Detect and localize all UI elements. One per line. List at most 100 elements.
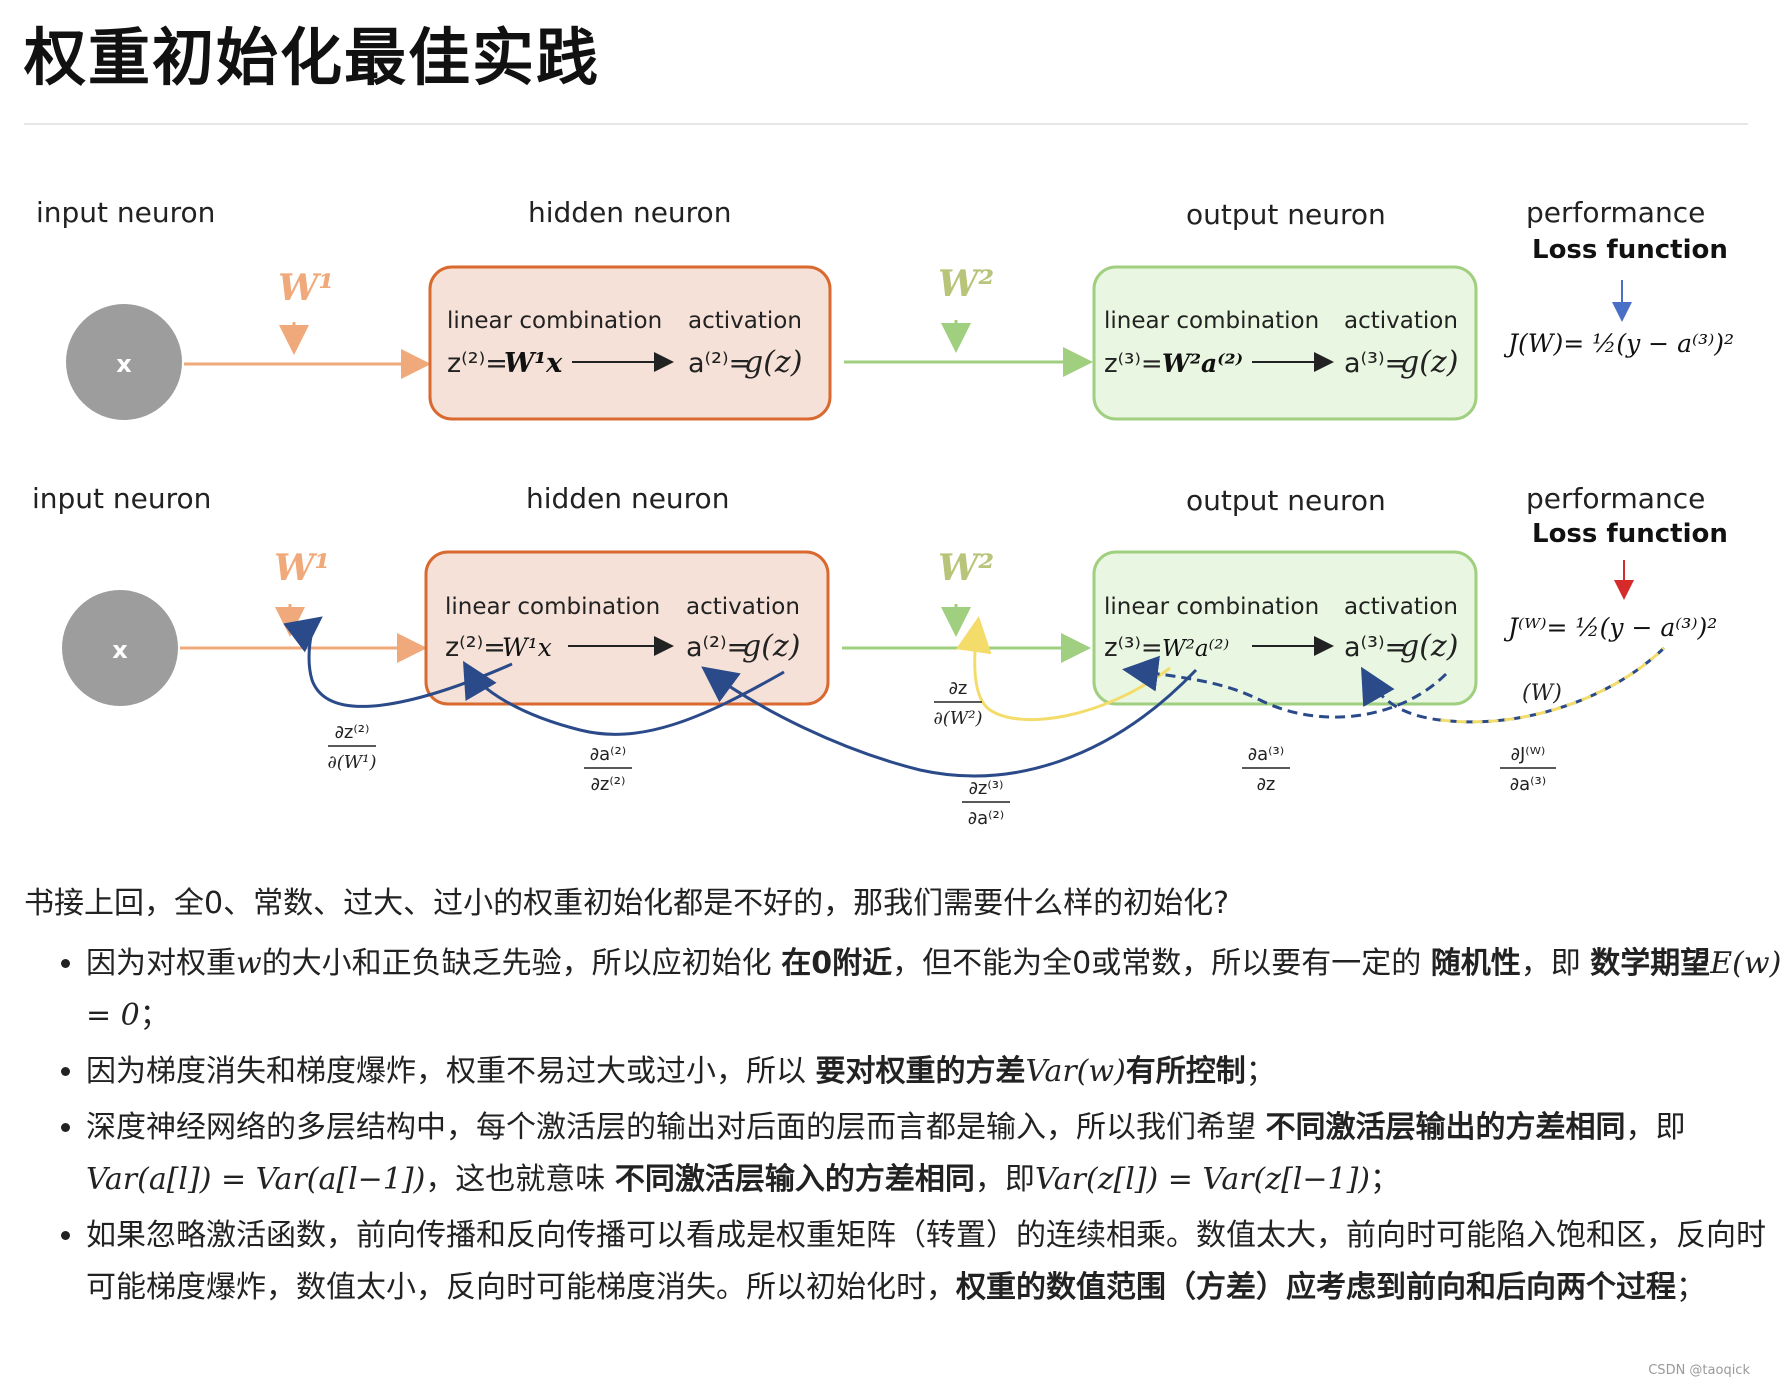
output-neuron-label-2: output neuron <box>1186 484 1386 517</box>
input-x-label-2: x <box>112 636 128 664</box>
performance-label-2: performance <box>1526 482 1705 515</box>
w1-weight-label: W¹ <box>278 267 334 309</box>
list-item: 如果忽略激活函数，前向传播和反向传播可以看成是权重矩阵（转置）的连续相乘。数值太… <box>86 1210 1786 1314</box>
output-z3-prefix-2: z⁽³⁾= <box>1104 633 1163 663</box>
deriv-da2-dz2: ∂a⁽²⁾ ∂z⁽²⁾ <box>584 744 632 795</box>
hidden-activation-label: activation <box>688 308 802 334</box>
b3-bold1: 不同激活层输出的方差相同 <box>1265 1110 1626 1145</box>
b1-t4: ，即 <box>1520 946 1591 981</box>
deriv-dj-da3-den: ∂a⁽³⁾ <box>1510 774 1546 795</box>
output-a3-prefix-2: a⁽³⁾= <box>1344 632 1407 663</box>
deriv-da3-dz-num: ∂a⁽³⁾ <box>1248 744 1284 765</box>
deriv-dz2-dw1: ∂z⁽²⁾ ∂(W¹) <box>327 722 376 773</box>
output-linear-label-2: linear combination <box>1104 594 1319 620</box>
b1-t1: 因为对权重 <box>86 946 236 981</box>
deriv-dz2-dw1-den: ∂(W¹) <box>327 752 376 773</box>
backprop-curve-a2 <box>701 666 1198 778</box>
hidden-g-z-2: g(z) <box>742 629 800 664</box>
backprop-curve-w2 <box>955 616 1171 722</box>
b1-bold1: 在0附近 <box>781 946 893 981</box>
loss-w-annotation: (W) <box>1522 681 1562 706</box>
list-item: 深度神经网络的多层结构中，每个激活层的输出对后面的层而言都是输入，所以我们希望 … <box>86 1102 1786 1206</box>
output-linear-label: linear combination <box>1104 308 1319 334</box>
b3-m1: Var(a[l]) = Var(a[l−1]) <box>86 1162 426 1197</box>
backprop-curve-z3 <box>1122 655 1448 719</box>
b2-t2: ； <box>1245 1054 1276 1089</box>
input-x-label: x <box>116 350 132 378</box>
hidden-neuron-label: hidden neuron <box>528 196 731 229</box>
deriv-dj-da3-num: ∂J⁽ᵂ⁾ <box>1511 744 1546 765</box>
b4-t1: 如果忽略激活函数，前向传播和反向传播可以看成是权重矩阵（转置）的连续相乘。数值太… <box>86 1218 1766 1305</box>
loss-formula: J(W)= ½(y − a⁽³⁾)² <box>1503 329 1734 358</box>
b3-t1: 深度神经网络的多层结构中，每个激活层的输出对后面的层而言都是输入，所以我们希望 <box>86 1110 1266 1145</box>
deriv-da2-dz2-den: ∂z⁽²⁾ <box>591 774 626 795</box>
hidden-linear-label: linear combination <box>447 308 662 334</box>
output-a3-prefix: a⁽³⁾= <box>1344 348 1407 379</box>
deriv-dz3-da2: ∂z⁽³⁾ ∂a⁽²⁾ <box>962 778 1010 829</box>
b1-m1: w <box>236 946 262 981</box>
hidden-neuron-label-2: hidden neuron <box>526 482 729 515</box>
b3-t5: ； <box>1370 1162 1401 1197</box>
intro-paragraph: 书接上回，全0、常数、过大、过小的权重初始化都是不好的，那我们需要什么样的初始化… <box>24 886 1230 921</box>
input-neuron-label: input neuron <box>36 196 215 229</box>
output-z3-expr-2: W²a⁽²⁾ <box>1162 636 1229 662</box>
loss-function-label-2: Loss function <box>1532 519 1728 549</box>
hidden-z2-expr: W¹x <box>504 348 563 379</box>
w2-weight-label: W² <box>938 263 994 305</box>
b3-t4: ，即 <box>974 1162 1035 1197</box>
b1-t3: ，但不能为全0或常数，所以要有一定的 <box>892 946 1431 981</box>
deriv-dz3-da2-num: ∂z⁽³⁾ <box>969 778 1004 799</box>
b3-t2: ，即 <box>1625 1110 1686 1145</box>
backprop-curve-w1 <box>283 616 513 708</box>
backprop-diagram: input neuron hidden neuron output neuron… <box>32 196 1734 829</box>
loss-function-label: Loss function <box>1532 235 1728 265</box>
input-neuron-2 <box>62 590 178 706</box>
hidden-neuron-box <box>428 265 832 421</box>
backprop-curve-loss-yellow <box>1439 646 1666 724</box>
best-practice-list: 因为对权重w的大小和正负缺乏先验，所以应初始化 在0附近，但不能为全0或常数，所… <box>36 938 1786 1318</box>
deriv-dz3-da2-den: ∂a⁽²⁾ <box>968 808 1004 829</box>
b1-bold2: 随机性 <box>1430 946 1521 981</box>
output-neuron-label: output neuron <box>1186 198 1386 231</box>
performance-label: performance <box>1526 196 1705 229</box>
w2-weight-label-2: W² <box>938 547 994 589</box>
hidden-activation-label-2: activation <box>686 594 800 620</box>
input-neuron-label-2: input neuron <box>32 482 211 515</box>
hidden-z2-prefix: z⁽²⁾= <box>447 348 508 379</box>
hidden-neuron-box-2 <box>424 550 830 706</box>
csdn-watermark: CSDN @taoqick <box>1648 1363 1750 1378</box>
output-z3-prefix: z⁽³⁾= <box>1104 349 1163 379</box>
b4-t2: ； <box>1676 1270 1706 1305</box>
list-item: 因为对权重w的大小和正负缺乏先验，所以应初始化 在0附近，但不能为全0或常数，所… <box>86 938 1786 1042</box>
hidden-z2-expr-2: W¹x <box>502 633 552 662</box>
loss-formula-2: J⁽ᵂ⁾= ½(y − a⁽³⁾)² <box>1503 613 1717 642</box>
output-activation-label: activation <box>1344 308 1458 334</box>
output-neuron-box <box>1092 265 1478 421</box>
deriv-da2-dz2-num: ∂a⁽²⁾ <box>590 744 626 765</box>
b1-bold3: 数学期望 <box>1590 946 1711 981</box>
b4-bold1: 权重的数值范围（方差）应考虑到前向和后向两个过程 <box>956 1270 1676 1305</box>
b3-m2: Var(z[l]) = Var(z[l−1]) <box>1034 1162 1371 1197</box>
backprop-curve-z2 <box>462 660 785 736</box>
deriv-dz-dw2-num: ∂z <box>949 678 968 699</box>
list-item: 因为梯度消失和梯度爆炸，权重不易过大或过小，所以 要对权重的方差Var(w)有所… <box>86 1046 1786 1098</box>
backprop-curve-loss <box>1361 646 1666 724</box>
b1-t2: 的大小和正负缺乏先验，所以应初始化 <box>261 946 782 981</box>
b3-t3: ，这也就意味 <box>425 1162 615 1197</box>
b3-bold2: 不同激活层输入的方差相同 <box>614 1162 975 1197</box>
hidden-a2-prefix: a⁽²⁾= <box>688 348 751 379</box>
deriv-da3-dz: ∂a⁽³⁾ ∂z <box>1242 744 1290 795</box>
b2-m1: Var(w) <box>1025 1054 1126 1089</box>
title-divider <box>24 123 1748 125</box>
deriv-dz-dw2: ∂z ∂(W²) <box>933 678 982 729</box>
hidden-linear-label-2: linear combination <box>445 594 660 620</box>
deriv-dz2-dw1-num: ∂z⁽²⁾ <box>335 722 370 743</box>
deriv-da3-dz-den: ∂z <box>1257 774 1276 795</box>
output-neuron-box-2 <box>1092 550 1478 706</box>
output-z3-expr: W²a⁽²⁾ <box>1162 349 1243 378</box>
deriv-dj-da3: ∂J⁽ᵂ⁾ ∂a⁽³⁾ <box>1500 744 1556 795</box>
deriv-dz-dw2-den: ∂(W²) <box>933 708 982 729</box>
b1-m2: E(w) = 0 <box>86 946 1782 1033</box>
hidden-g-z: g(z) <box>744 345 802 380</box>
hidden-z2-prefix-2: z⁽²⁾= <box>445 632 506 663</box>
